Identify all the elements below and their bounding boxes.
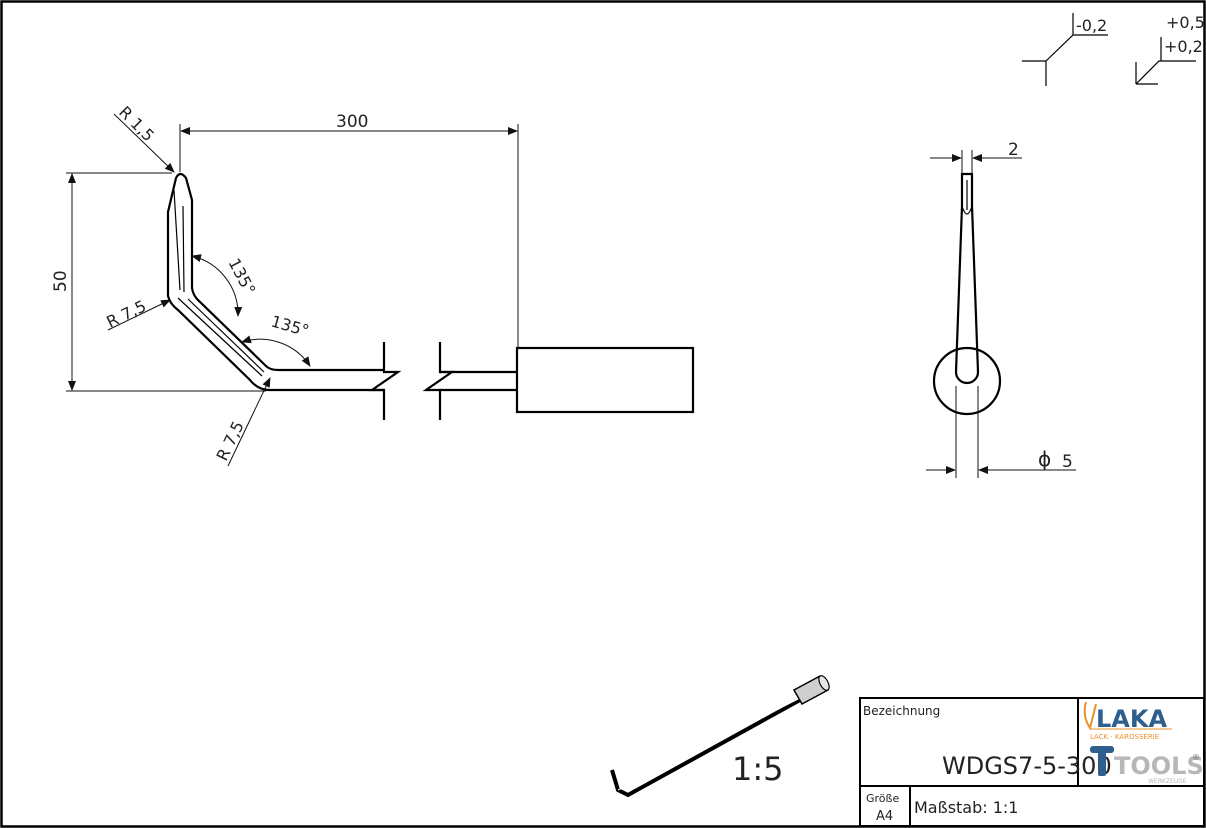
wire-outer-contour bbox=[175, 172, 384, 372]
bezeichnung-label: Bezeichnung bbox=[863, 704, 940, 718]
radius-outer: R 7,5 bbox=[213, 418, 248, 464]
laka-tools-logo: LAKA LACK · KAROSSERIE TOOLS ® WERKZEUGE bbox=[1083, 701, 1204, 785]
dim-diameter: 5 bbox=[1062, 452, 1073, 472]
logo-bottom-text: TOOLS bbox=[1114, 752, 1204, 780]
isometric-scale: 1:5 bbox=[732, 750, 784, 788]
handle-end-circle bbox=[932, 346, 1002, 416]
radius-inner: R 7,5 bbox=[103, 296, 149, 331]
break-mark-left bbox=[368, 342, 402, 420]
surface-tolerance-value: -0,2 bbox=[1076, 16, 1107, 35]
arrow-tolerance-upper: +0,5 bbox=[1166, 13, 1205, 32]
logo-registered: ® bbox=[1192, 753, 1200, 762]
isometric-view: 1:5 bbox=[610, 674, 830, 798]
dim-thickness: 2 bbox=[1008, 140, 1019, 160]
arrow-tolerance-lower: +0,2 bbox=[1164, 37, 1203, 56]
scale-text: Maßstab: 1:1 bbox=[914, 798, 1018, 817]
front-view: 300 50 R 1,5 R 7,5 R 7,5 135° 135° bbox=[51, 102, 695, 467]
part-number: WDGS7-5-300 bbox=[942, 752, 1112, 780]
side-view: 2 ϕ 5 bbox=[926, 140, 1076, 478]
handle bbox=[515, 346, 695, 414]
logo-tool-icon bbox=[1090, 746, 1114, 776]
arrow-tolerance-symbol: +0,5 +0,2 bbox=[1135, 13, 1205, 85]
break-mark-right bbox=[422, 342, 456, 420]
logo-bottom-subtitle: WERKZEUGE bbox=[1148, 778, 1187, 785]
dim-diameter-symbol: ϕ bbox=[1038, 447, 1051, 471]
wire-side-profile bbox=[954, 172, 980, 385]
size-label: Größe bbox=[866, 792, 899, 805]
radius-tip: R 1,5 bbox=[115, 102, 158, 145]
dim-height: 50 bbox=[51, 270, 71, 292]
angle-upper: 135° bbox=[224, 255, 259, 298]
surface-tolerance-symbol: -0,2 bbox=[1022, 13, 1108, 86]
wire-inner-contour bbox=[166, 177, 384, 392]
isometric-handle bbox=[792, 674, 830, 706]
dim-length: 300 bbox=[336, 112, 368, 132]
size-value: A4 bbox=[876, 809, 893, 824]
title-block: Bezeichnung WDGS7-5-300 Größe A4 Maßstab… bbox=[859, 697, 1205, 827]
logo-top-text: LAKA bbox=[1096, 705, 1167, 733]
angle-lower: 135° bbox=[269, 312, 311, 341]
logo-subtitle: LACK · KAROSSERIE bbox=[1090, 733, 1159, 741]
